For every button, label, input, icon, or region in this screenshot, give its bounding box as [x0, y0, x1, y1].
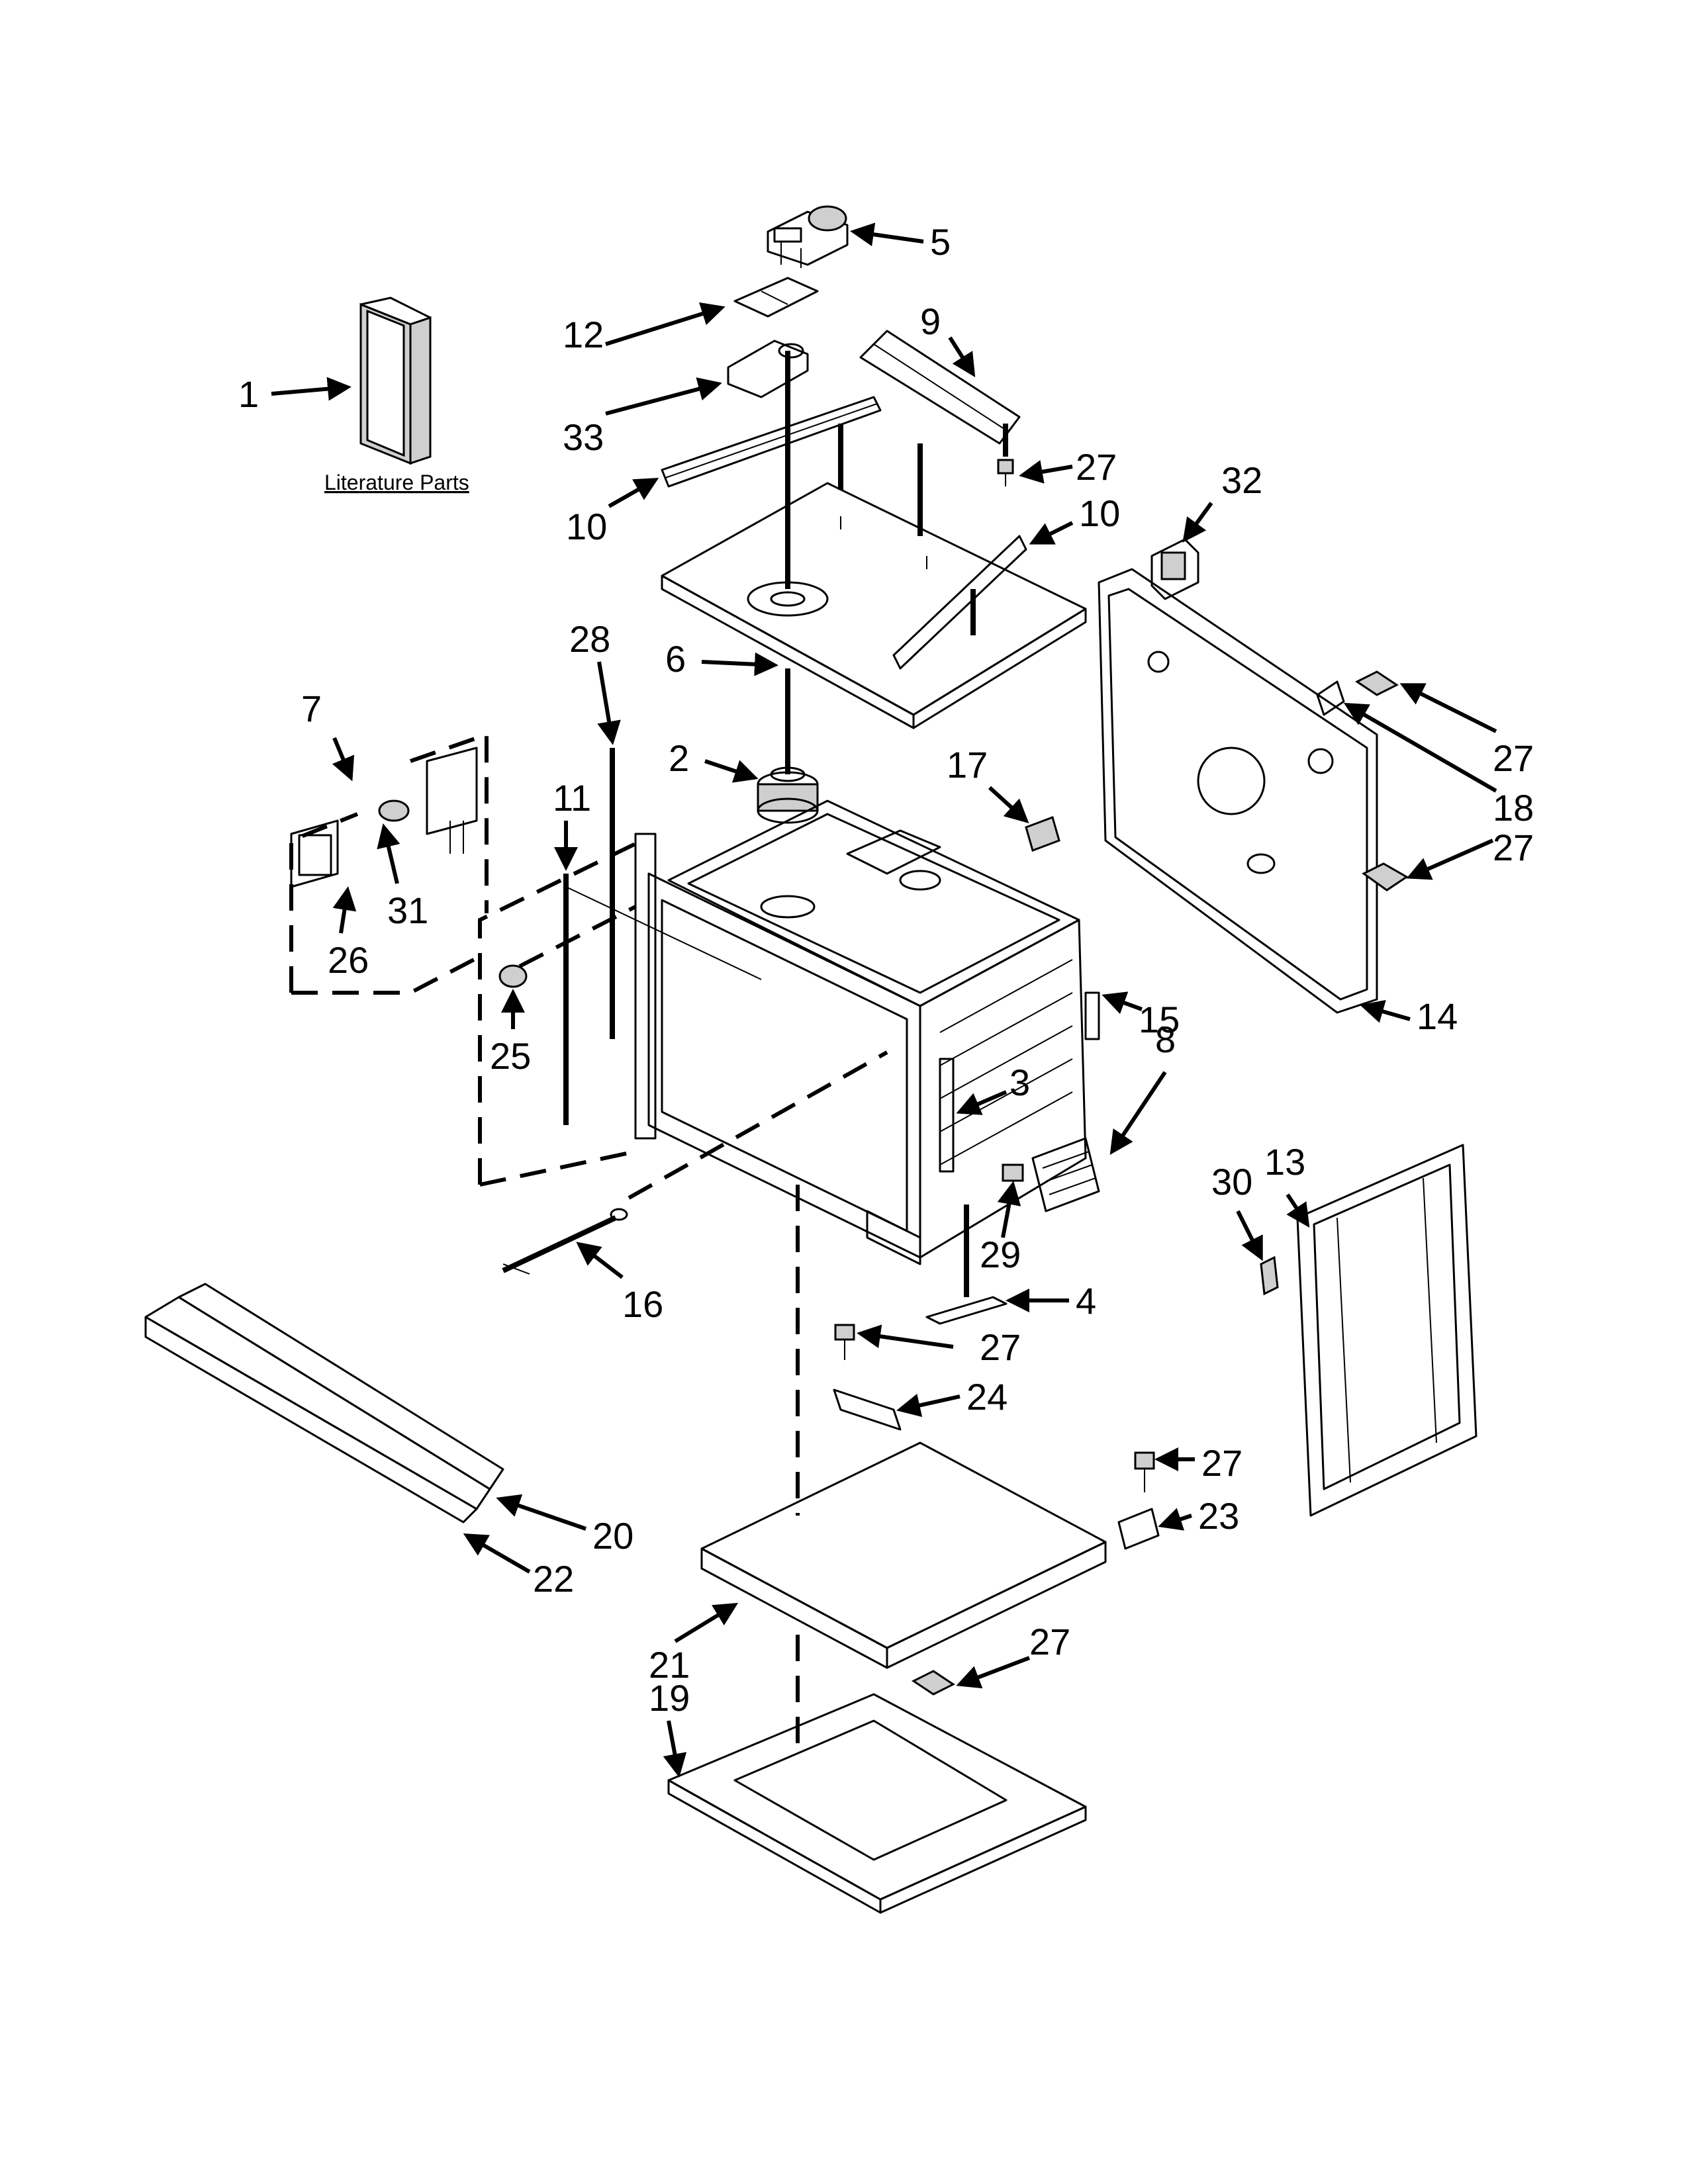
- bracket-17: [1025, 816, 1060, 852]
- base-plate-19: [667, 1693, 1087, 1914]
- knob-25: [498, 964, 528, 988]
- callout-27-right-a: 27: [1493, 737, 1534, 779]
- callout-22: 22: [533, 1558, 574, 1600]
- trim-rail-20: [144, 1283, 504, 1510]
- callout-10-left: 10: [566, 506, 607, 547]
- callout-30: 30: [1211, 1161, 1252, 1203]
- callout-27-top: 27: [1076, 446, 1117, 488]
- callout-25: 25: [490, 1035, 531, 1077]
- callout-labels: 1 2 3 4 5 6 7 8 9 10 10 11 12 13 14 15 1…: [238, 221, 1534, 1719]
- callout-5: 5: [930, 221, 951, 263]
- fan-motor: [757, 766, 819, 824]
- callout-4: 4: [1076, 1280, 1096, 1322]
- bracket-24: [833, 1388, 902, 1431]
- bracket-33: [727, 340, 809, 398]
- screw-29: [1002, 1163, 1024, 1182]
- screw-27-lower-right: [1134, 1451, 1155, 1492]
- clip-18: [1316, 680, 1345, 716]
- side-panel-13: [1296, 1144, 1477, 1517]
- callout-23: 23: [1198, 1495, 1239, 1537]
- callout-32: 32: [1221, 459, 1262, 501]
- bracket-12: [733, 277, 819, 318]
- callout-20: 20: [592, 1515, 633, 1557]
- side-rail-10-left: [661, 396, 882, 488]
- callout-14: 14: [1417, 995, 1458, 1037]
- callout-19: 19: [649, 1677, 690, 1719]
- assembly-lines: [478, 351, 1008, 1747]
- callout-2: 2: [669, 737, 689, 779]
- screw-27-right-b: [1362, 862, 1409, 891]
- bracket-32: [1150, 538, 1199, 600]
- callout-1: 1: [238, 373, 259, 415]
- screw-27-mid: [834, 1324, 855, 1360]
- vent-8: [1031, 1137, 1100, 1212]
- clip-30: [1260, 1255, 1279, 1296]
- callout-21: 21: [649, 1644, 690, 1686]
- callout-12: 12: [563, 314, 604, 355]
- callout-28: 28: [569, 618, 610, 660]
- screw-27-right-a: [1355, 670, 1399, 696]
- callout-11: 11: [553, 777, 591, 819]
- oven-cavity: [634, 799, 1087, 1265]
- side-rail-10-right: [892, 535, 1027, 670]
- callout-24: 24: [966, 1376, 1008, 1418]
- callout-27-lower-right: 27: [1201, 1442, 1243, 1484]
- rear-panel-14: [1098, 568, 1378, 1014]
- callout-29: 29: [980, 1234, 1021, 1275]
- callout-27-right-b: 27: [1493, 827, 1534, 868]
- callout-18: 18: [1493, 787, 1534, 829]
- callout-10-right: 10: [1079, 492, 1120, 534]
- probe-16: [502, 1208, 628, 1275]
- trim-rail-22: [144, 1316, 478, 1524]
- bracket-3: [939, 1058, 955, 1173]
- control-group-7: [289, 731, 489, 995]
- bracket-23: [1117, 1508, 1160, 1550]
- callout-31: 31: [387, 889, 428, 931]
- screw-27-top: [997, 459, 1014, 486]
- callout-8: 8: [1155, 1019, 1176, 1060]
- leader-lines: [271, 222, 1497, 1778]
- callout-7: 7: [301, 688, 322, 729]
- callout-33: 33: [563, 416, 604, 458]
- screw-27-bottom: [912, 1670, 955, 1696]
- callout-15: 15: [1139, 999, 1180, 1040]
- callout-27-mid: 27: [980, 1326, 1021, 1368]
- callout-26: 26: [328, 939, 369, 981]
- literature-parts-label: Literature Parts: [324, 471, 469, 494]
- hinge-15: [1084, 991, 1100, 1040]
- callout-17: 17: [947, 744, 988, 786]
- relay-assembly: [767, 205, 849, 268]
- top-panel: [661, 482, 1087, 729]
- literature-booklet: [359, 296, 432, 465]
- callout-6: 6: [665, 638, 686, 680]
- callout-3: 3: [1009, 1062, 1030, 1103]
- bottom-panel-21: [700, 1441, 1107, 1669]
- element-11: [563, 874, 762, 1125]
- callout-13: 13: [1264, 1141, 1305, 1183]
- callout-27-bottom: 27: [1029, 1621, 1070, 1662]
- rear-rail-9: [859, 330, 1021, 445]
- callout-9: 9: [920, 300, 941, 342]
- callout-16: 16: [622, 1283, 663, 1325]
